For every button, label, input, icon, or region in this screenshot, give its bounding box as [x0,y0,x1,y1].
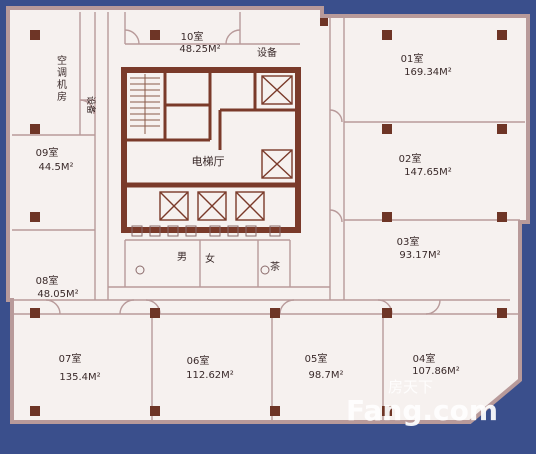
room-05-name: 05室 [305,352,328,365]
ac-room-label-3: 机 [57,78,67,91]
ac-room-label-1: 空 [57,54,67,67]
restroom-fixtures [131,225,281,275]
room-09-area: 44.5M² [39,162,74,173]
room-10-area: 48.25M² [179,44,220,55]
room-10-name: 10室 [181,30,204,43]
equipment-label-top: 设备 [257,46,277,59]
plan-footprint [6,6,530,424]
ac-room-label-4: 房 [57,90,67,103]
partition-walls [12,12,525,422]
room-06-name: 06室 [187,354,210,367]
room-02-area: 147.65M² [404,167,452,178]
women-restroom-label: 女 [205,252,215,265]
men-restroom-label: 男 [177,251,187,263]
room-01-name: 01室 [401,52,424,65]
room-04-name: 04室 [413,352,436,365]
watermark-brand-cn: 房天下 [388,378,433,396]
room-03-area: 93.17M² [399,250,440,261]
room-09-name: 09室 [36,146,59,159]
tea-room-label: 茶 [270,260,280,273]
elevator-hall-label: 电梯厅 [192,155,225,168]
equipment-label-left: 设备 [85,96,97,114]
room-08-area: 48.05M² [37,289,78,300]
room-03-name: 03室 [397,235,420,248]
building-core [121,67,301,233]
room-06-area: 112.62M² [186,370,234,381]
columns [30,18,507,416]
room-04-area: 107.86M² [412,366,460,377]
room-05-area: 98.7M² [309,370,344,381]
elevators [159,191,265,221]
shafts [261,75,293,179]
room-02-name: 02室 [399,152,422,165]
staircase [130,74,160,134]
watermark-brand-en: Fang.com [346,394,498,427]
ac-room-label-2: 调 [57,67,67,79]
room-07-name: 07室 [59,352,82,365]
room-01-area: 169.34M² [404,67,452,78]
room-07-area: 135.4M² [59,372,100,383]
watermark: 房天下 Fang.com [346,378,498,427]
room-08-name: 08室 [36,274,59,287]
